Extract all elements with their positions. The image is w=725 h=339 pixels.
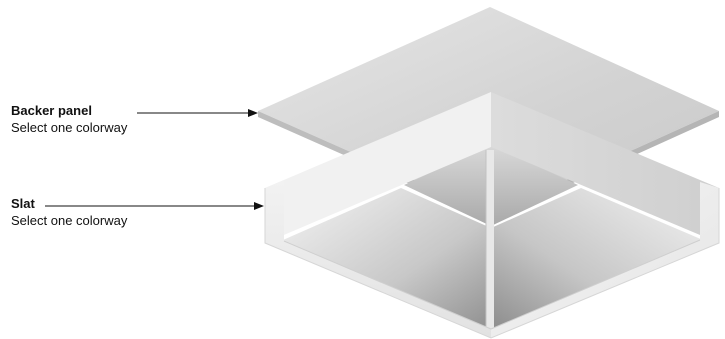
backer-panel-label: Backer panel Select one colorway xyxy=(11,102,127,136)
slat-title: Slat xyxy=(11,195,127,212)
backer-panel-title: Backer panel xyxy=(11,102,127,119)
backer-panel-subtitle: Select one colorway xyxy=(11,119,127,136)
slat-subtitle: Select one colorway xyxy=(11,212,127,229)
slat-label: Slat Select one colorway xyxy=(11,195,127,229)
backer-panel-leader xyxy=(137,109,258,117)
